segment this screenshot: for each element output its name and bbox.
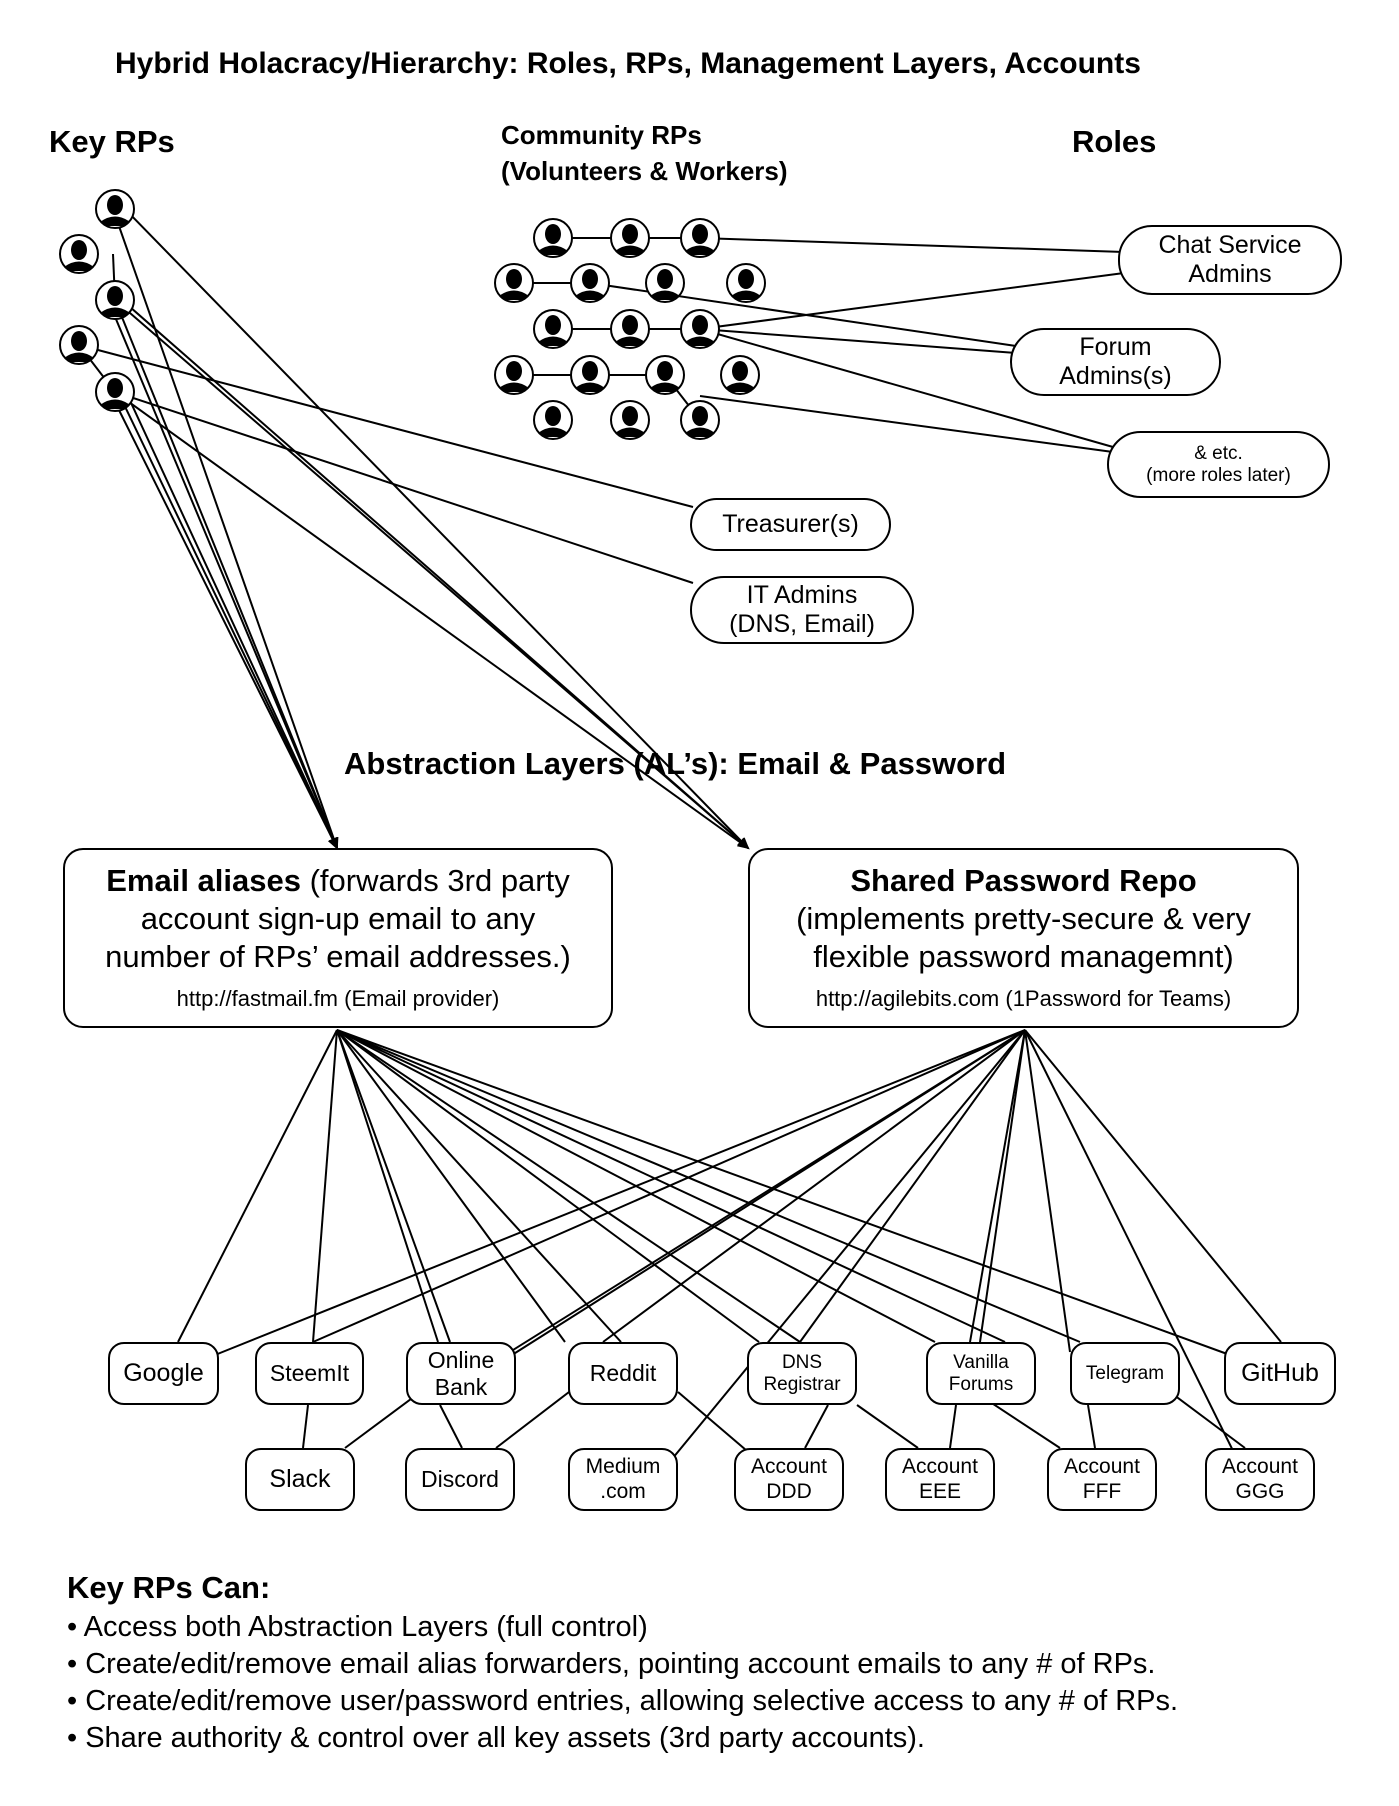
role-forum-line1: Forum	[1079, 333, 1152, 362]
role-it-line2: (DNS, Email)	[729, 610, 875, 638]
key-rp-person-icon	[59, 234, 99, 274]
community-rp-person-icon	[494, 355, 534, 395]
account-google-label: Google	[123, 1359, 204, 1388]
community-rp-person-icon	[570, 263, 610, 303]
role-etc-line2: (more roles later)	[1146, 464, 1291, 486]
email-aliases-line2: account sign-up email to any	[140, 901, 536, 936]
account-medium: Medium .com	[568, 1448, 678, 1511]
key-rps-can-bullet: • Access both Abstraction Layers (full c…	[67, 1611, 648, 1643]
role-forum-line2: Admins(s)	[1059, 362, 1172, 390]
community-rp-person-icon	[610, 218, 650, 258]
community-rp-person-icon	[680, 400, 720, 440]
community-rp-person-icon	[645, 355, 685, 395]
account-medium-line2: .com	[600, 1479, 646, 1503]
key-rp-person-icon	[95, 372, 135, 412]
key-rps-can-heading: Key RPs Can:	[67, 1570, 271, 1605]
community-rps-header: Community RPs	[501, 120, 702, 150]
role-it-admins: IT Admins (DNS, Email)	[690, 576, 914, 644]
password-repo-line2: (implements pretty-secure & very	[796, 901, 1251, 936]
account-steemit-label: SteemIt	[269, 1360, 350, 1387]
account-bank-line2: Bank	[434, 1373, 488, 1400]
community-rp-person-icon	[570, 355, 610, 395]
account-vanilla-line1: Vanilla	[953, 1351, 1009, 1373]
role-etc-line1: & etc.	[1194, 442, 1243, 464]
account-discord: Discord	[405, 1448, 515, 1511]
account-medium-line1: Medium	[585, 1455, 661, 1479]
email-aliases-box: Email aliases (forwards 3rd party accoun…	[63, 848, 613, 1028]
key-rp-person-icon	[95, 280, 135, 320]
community-rp-person-icon	[720, 355, 760, 395]
account-google: Google	[108, 1342, 219, 1405]
account-ggg: Account GGG	[1205, 1448, 1315, 1511]
account-telegram-label: Telegram	[1085, 1362, 1165, 1384]
role-treasurer-label: Treasurer(s)	[722, 510, 859, 539]
account-fff-line2: FFF	[1082, 1479, 1122, 1503]
account-dns-line2: Registrar	[763, 1373, 841, 1395]
account-dns-registrar: DNS Registrar	[747, 1342, 857, 1405]
account-eee: Account EEE	[885, 1448, 995, 1511]
email-aliases-title: Email aliases	[106, 863, 301, 898]
account-vanilla-forums: Vanilla Forums	[926, 1342, 1036, 1405]
password-repo-title: Shared Password Repo	[850, 863, 1197, 898]
account-reddit: Reddit	[568, 1342, 678, 1405]
password-repo-line3: flexible password managemnt)	[813, 939, 1234, 974]
role-chat-line1: Chat Service	[1158, 231, 1302, 260]
community-rp-person-icon	[494, 263, 534, 303]
roles-header: Roles	[1072, 124, 1157, 159]
account-ddd: Account DDD	[734, 1448, 844, 1511]
community-rp-person-icon	[680, 218, 720, 258]
community-rp-person-icon	[726, 263, 766, 303]
role-chat-line2: Admins	[1188, 260, 1272, 288]
account-ggg-line2: GGG	[1235, 1479, 1285, 1503]
key-rps-can-bullet: • Create/edit/remove email alias forward…	[67, 1648, 1156, 1680]
key-rp-person-icon	[95, 189, 135, 229]
account-online-bank: Online Bank	[406, 1342, 516, 1405]
community-rps-subheader: (Volunteers & Workers)	[501, 156, 788, 186]
account-bank-line1: Online	[427, 1347, 495, 1374]
account-fff: Account FFF	[1047, 1448, 1157, 1511]
account-vanilla-line2: Forums	[948, 1373, 1014, 1395]
account-eee-line1: Account	[902, 1455, 978, 1479]
account-dns-line1: DNS	[781, 1351, 823, 1373]
account-slack-label: Slack	[269, 1465, 331, 1494]
account-github-label: GitHub	[1241, 1359, 1319, 1388]
account-slack: Slack	[245, 1448, 355, 1511]
role-treasurers: Treasurer(s)	[690, 498, 891, 551]
key-rp-person-icon	[59, 325, 99, 365]
key-rps-can-bullet: • Share authority & control over all key…	[67, 1722, 925, 1754]
account-ddd-line1: Account	[751, 1455, 827, 1479]
community-rp-person-icon	[680, 309, 720, 349]
email-aliases-title-rest: (forwards 3rd party	[300, 863, 570, 898]
community-rp-person-icon	[533, 309, 573, 349]
account-ggg-line1: Account	[1222, 1455, 1298, 1479]
role-forum-admins: Forum Admins(s)	[1010, 328, 1221, 396]
password-provider-url: http://agilebits.com (1Password for Team…	[815, 986, 1232, 1011]
password-repo-box: Shared Password Repo (implements pretty-…	[748, 848, 1299, 1028]
role-etc: & etc. (more roles later)	[1107, 431, 1330, 498]
community-rp-person-icon	[533, 218, 573, 258]
community-rp-person-icon	[610, 400, 650, 440]
account-telegram: Telegram	[1070, 1342, 1180, 1405]
key-rps-can-bullet: • Create/edit/remove user/password entri…	[67, 1685, 1179, 1717]
account-eee-line2: EEE	[918, 1479, 962, 1503]
account-ddd-line2: DDD	[766, 1479, 812, 1503]
page-title: Hybrid Holacracy/Hierarchy: Roles, RPs, …	[115, 47, 1141, 80]
account-steemit: SteemIt	[255, 1342, 364, 1405]
email-provider-url: http://fastmail.fm (Email provider)	[176, 986, 500, 1011]
community-rp-person-icon	[533, 400, 573, 440]
community-rp-person-icon	[610, 309, 650, 349]
key-rps-header: Key RPs	[49, 124, 175, 159]
account-github: GitHub	[1224, 1342, 1336, 1405]
abstraction-layers-title: Abstraction Layers (AL’s): Email & Passw…	[344, 746, 1007, 781]
account-fff-line1: Account	[1064, 1455, 1140, 1479]
email-aliases-line3: number of RPs’ email addresses.)	[105, 939, 571, 974]
role-it-line1: IT Admins	[746, 581, 858, 610]
account-reddit-label: Reddit	[589, 1360, 657, 1387]
community-rp-person-icon	[645, 263, 685, 303]
role-chat-service-admins: Chat Service Admins	[1118, 225, 1342, 295]
account-discord-label: Discord	[421, 1466, 499, 1493]
